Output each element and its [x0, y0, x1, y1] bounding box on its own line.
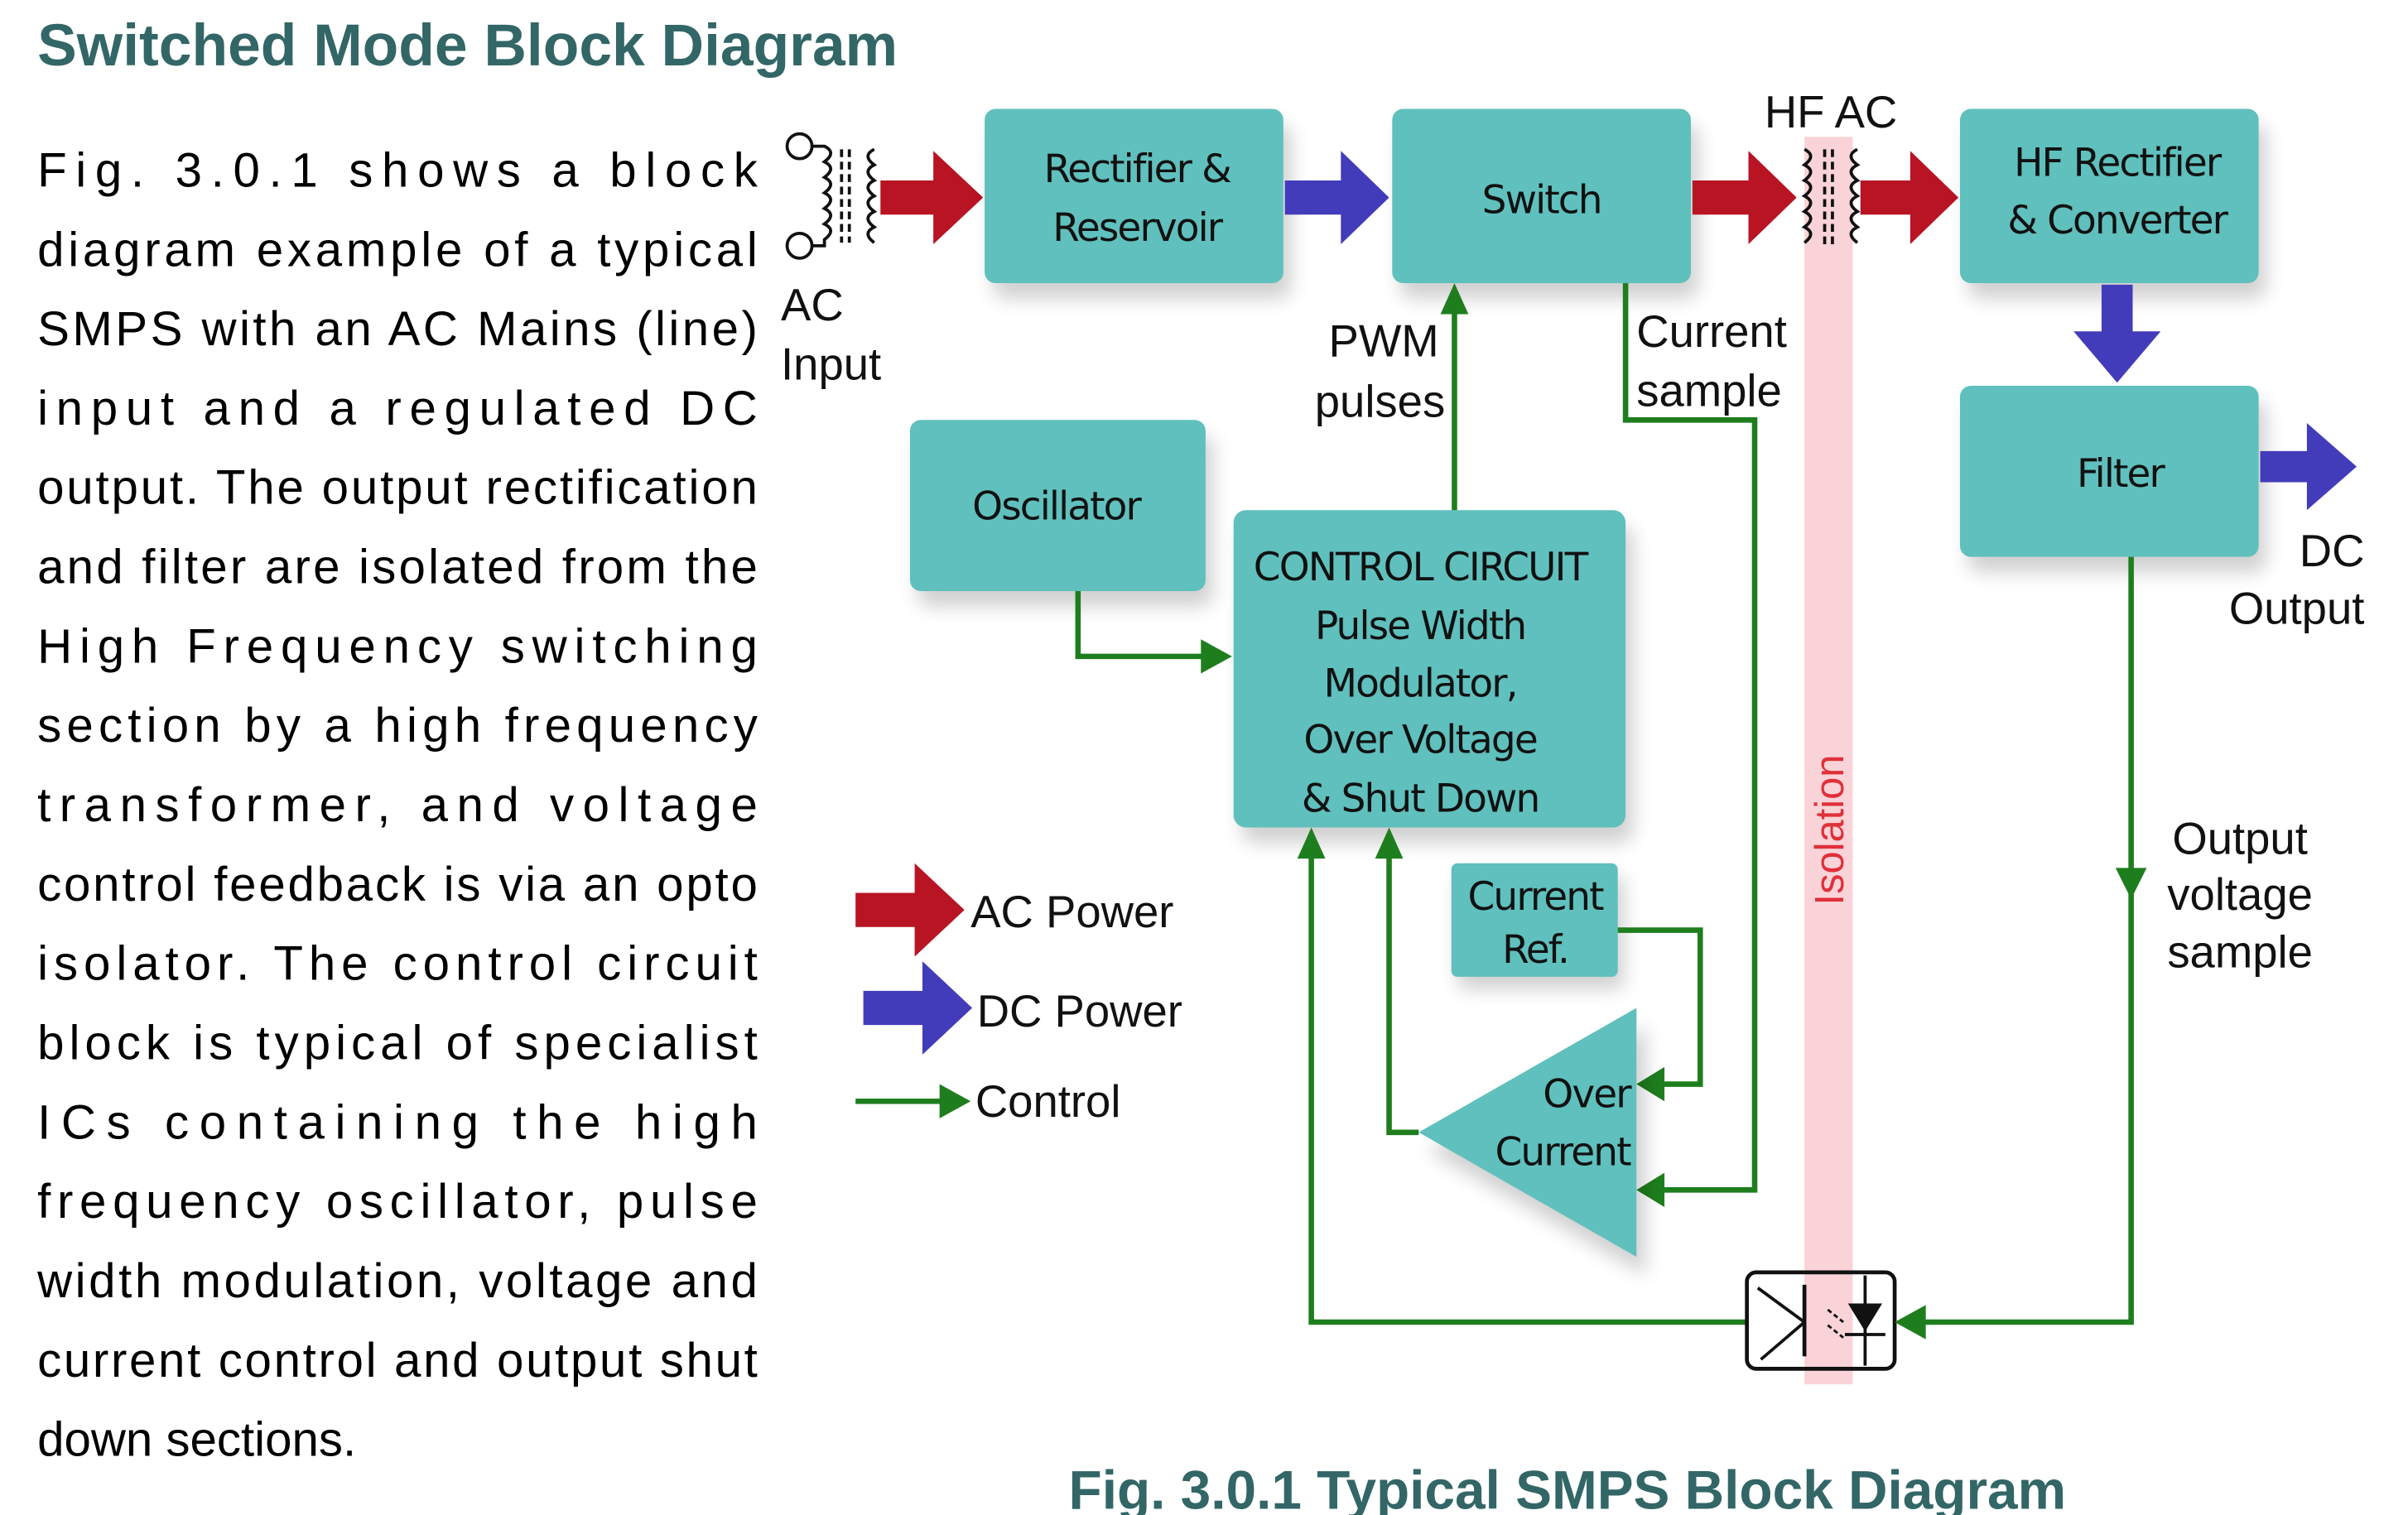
output-voltage-sample-label: Output: [2172, 813, 2308, 863]
oscillator-connector: [1075, 590, 1232, 674]
paragraph-line: frequency oscillator, pulse: [37, 1175, 758, 1229]
output-voltage-sample-label: voltage: [2167, 869, 2313, 920]
hf-rectifier-converter-block: HF Rectifier & Converter: [1959, 108, 2267, 299]
paragraph-line: down sections.: [37, 1413, 356, 1467]
paragraph-line: control feedback is via an opto: [37, 858, 758, 911]
svg-text:Current: Current: [1495, 1129, 1632, 1175]
blue-arrow-icon: [863, 961, 973, 1055]
current-ref-connector: [1617, 927, 1703, 1102]
red-arrow-icon: [855, 863, 965, 957]
svg-text:Oscillator: Oscillator: [972, 484, 1142, 530]
ac-power-arrow: [880, 151, 984, 244]
current-sample-label: Current: [1636, 306, 1787, 357]
page-title: Switched Mode Block Diagram: [37, 12, 898, 79]
paragraph-line: transformer, and voltage: [37, 778, 758, 832]
paragraph-line: SMPS with an AC Mains (line): [37, 302, 758, 356]
svg-text:Over Voltage: Over Voltage: [1303, 717, 1536, 762]
svg-text:Over: Over: [1543, 1072, 1632, 1118]
legend-item-control: Control: [855, 1076, 1120, 1127]
svg-text:Current: Current: [1468, 874, 1605, 920]
svg-text:Rectifier &: Rectifier &: [1044, 147, 1232, 192]
ac-input-label: Input: [781, 339, 881, 389]
pwm-pulses-label: PWM: [1329, 315, 1439, 366]
paragraph-line: width modulation, voltage and: [36, 1254, 758, 1308]
hf-ac-label: HF AC: [1765, 87, 1897, 137]
paragraph-line: section by a high frequency: [37, 699, 758, 753]
filter-block: Filter: [1959, 385, 2267, 573]
pwm-pulses-label: pulses: [1315, 377, 1445, 427]
dc-output-label: DC: [2300, 526, 2365, 576]
oscillator-block: Oscillator: [909, 420, 1214, 607]
current-ref-block: Current Ref.: [1451, 863, 1625, 989]
svg-text:Filter: Filter: [2077, 451, 2166, 497]
paragraph-line: input and a regulated DC: [37, 382, 758, 435]
svg-text:Control: Control: [975, 1076, 1121, 1127]
paragraph-line: current control and output shut: [37, 1334, 758, 1388]
output-voltage-sample-label: sample: [2167, 927, 2313, 978]
dc-power-arrow: [2260, 423, 2357, 511]
svg-text:Switch: Switch: [1482, 177, 1601, 223]
ac-power-arrow: [1860, 151, 1959, 244]
opto-feedback-connector: [1297, 827, 1747, 1325]
opto-isolator-icon: [1745, 1270, 1897, 1371]
paragraph-line: diagram example of a typical: [37, 223, 758, 277]
legend-item-dc-power: DC Power: [863, 961, 1182, 1055]
svg-text:HF Rectifier: HF Rectifier: [2014, 140, 2223, 185]
svg-text:& Converter: & Converter: [2007, 198, 2228, 243]
dc-output-label: Output: [2229, 583, 2365, 633]
svg-text:DC Power: DC Power: [977, 986, 1182, 1036]
paragraph-line: High Frequency switching: [37, 619, 758, 673]
figure-caption: Fig. 3.0.1 Typical SMPS Block Diagram: [1069, 1459, 2066, 1515]
body-paragraph: Fig. 3.0.1 shows a block diagram example …: [36, 143, 759, 1466]
ac-input-transformer-icon: [785, 132, 878, 260]
switch-block: Switch: [1392, 108, 1699, 299]
current-sample-label: sample: [1636, 365, 1782, 416]
ac-input-label: AC: [781, 280, 844, 330]
rectifier-reservoir-block: Rectifier & Reservoir: [985, 108, 1292, 299]
dc-power-arrow: [2073, 284, 2161, 383]
paragraph-line: block is typical of specialist: [37, 1016, 758, 1070]
ac-power-arrow: [1692, 151, 1797, 244]
svg-text:Ref.: Ref.: [1502, 927, 1568, 973]
over-current-connector: [1375, 827, 1419, 1136]
svg-text:Pulse Width: Pulse Width: [1315, 604, 1525, 649]
pwm-pulses-connector: [1440, 282, 1469, 511]
paragraph-line: and filter are isolated from the: [37, 541, 758, 594]
isolation-label: Isolation: [1808, 755, 1852, 906]
svg-text:AC Power: AC Power: [970, 887, 1173, 937]
paragraph-line: isolator. The control circuit: [37, 937, 758, 991]
dc-power-arrow: [1284, 151, 1389, 244]
output-voltage-connector: [1895, 556, 2147, 1339]
svg-text:& Shut Down: & Shut Down: [1302, 777, 1539, 822]
control-circuit-block: CONTROL CIRCUIT Pulse Width Modulator, O…: [1233, 510, 1634, 844]
paragraph-line: Fig. 3.0.1 shows a block: [37, 143, 759, 197]
svg-text:CONTROL CIRCUIT: CONTROL CIRCUIT: [1254, 545, 1589, 590]
isolation-band: [1804, 137, 1853, 1385]
hf-transformer-icon: [1801, 147, 1861, 249]
over-current-comparator: Over Current: [1418, 1008, 1646, 1276]
svg-text:Reservoir: Reservoir: [1052, 205, 1224, 251]
legend: AC Power DC Power Control: [855, 863, 1182, 1127]
paragraph-line: output. The output rectification: [37, 461, 758, 515]
legend-item-ac-power: AC Power: [855, 863, 1173, 957]
svg-text:Modulator,: Modulator,: [1324, 661, 1517, 707]
current-sample-connector: [1622, 282, 1758, 1207]
paragraph-line: ICs containing the high: [37, 1095, 758, 1149]
